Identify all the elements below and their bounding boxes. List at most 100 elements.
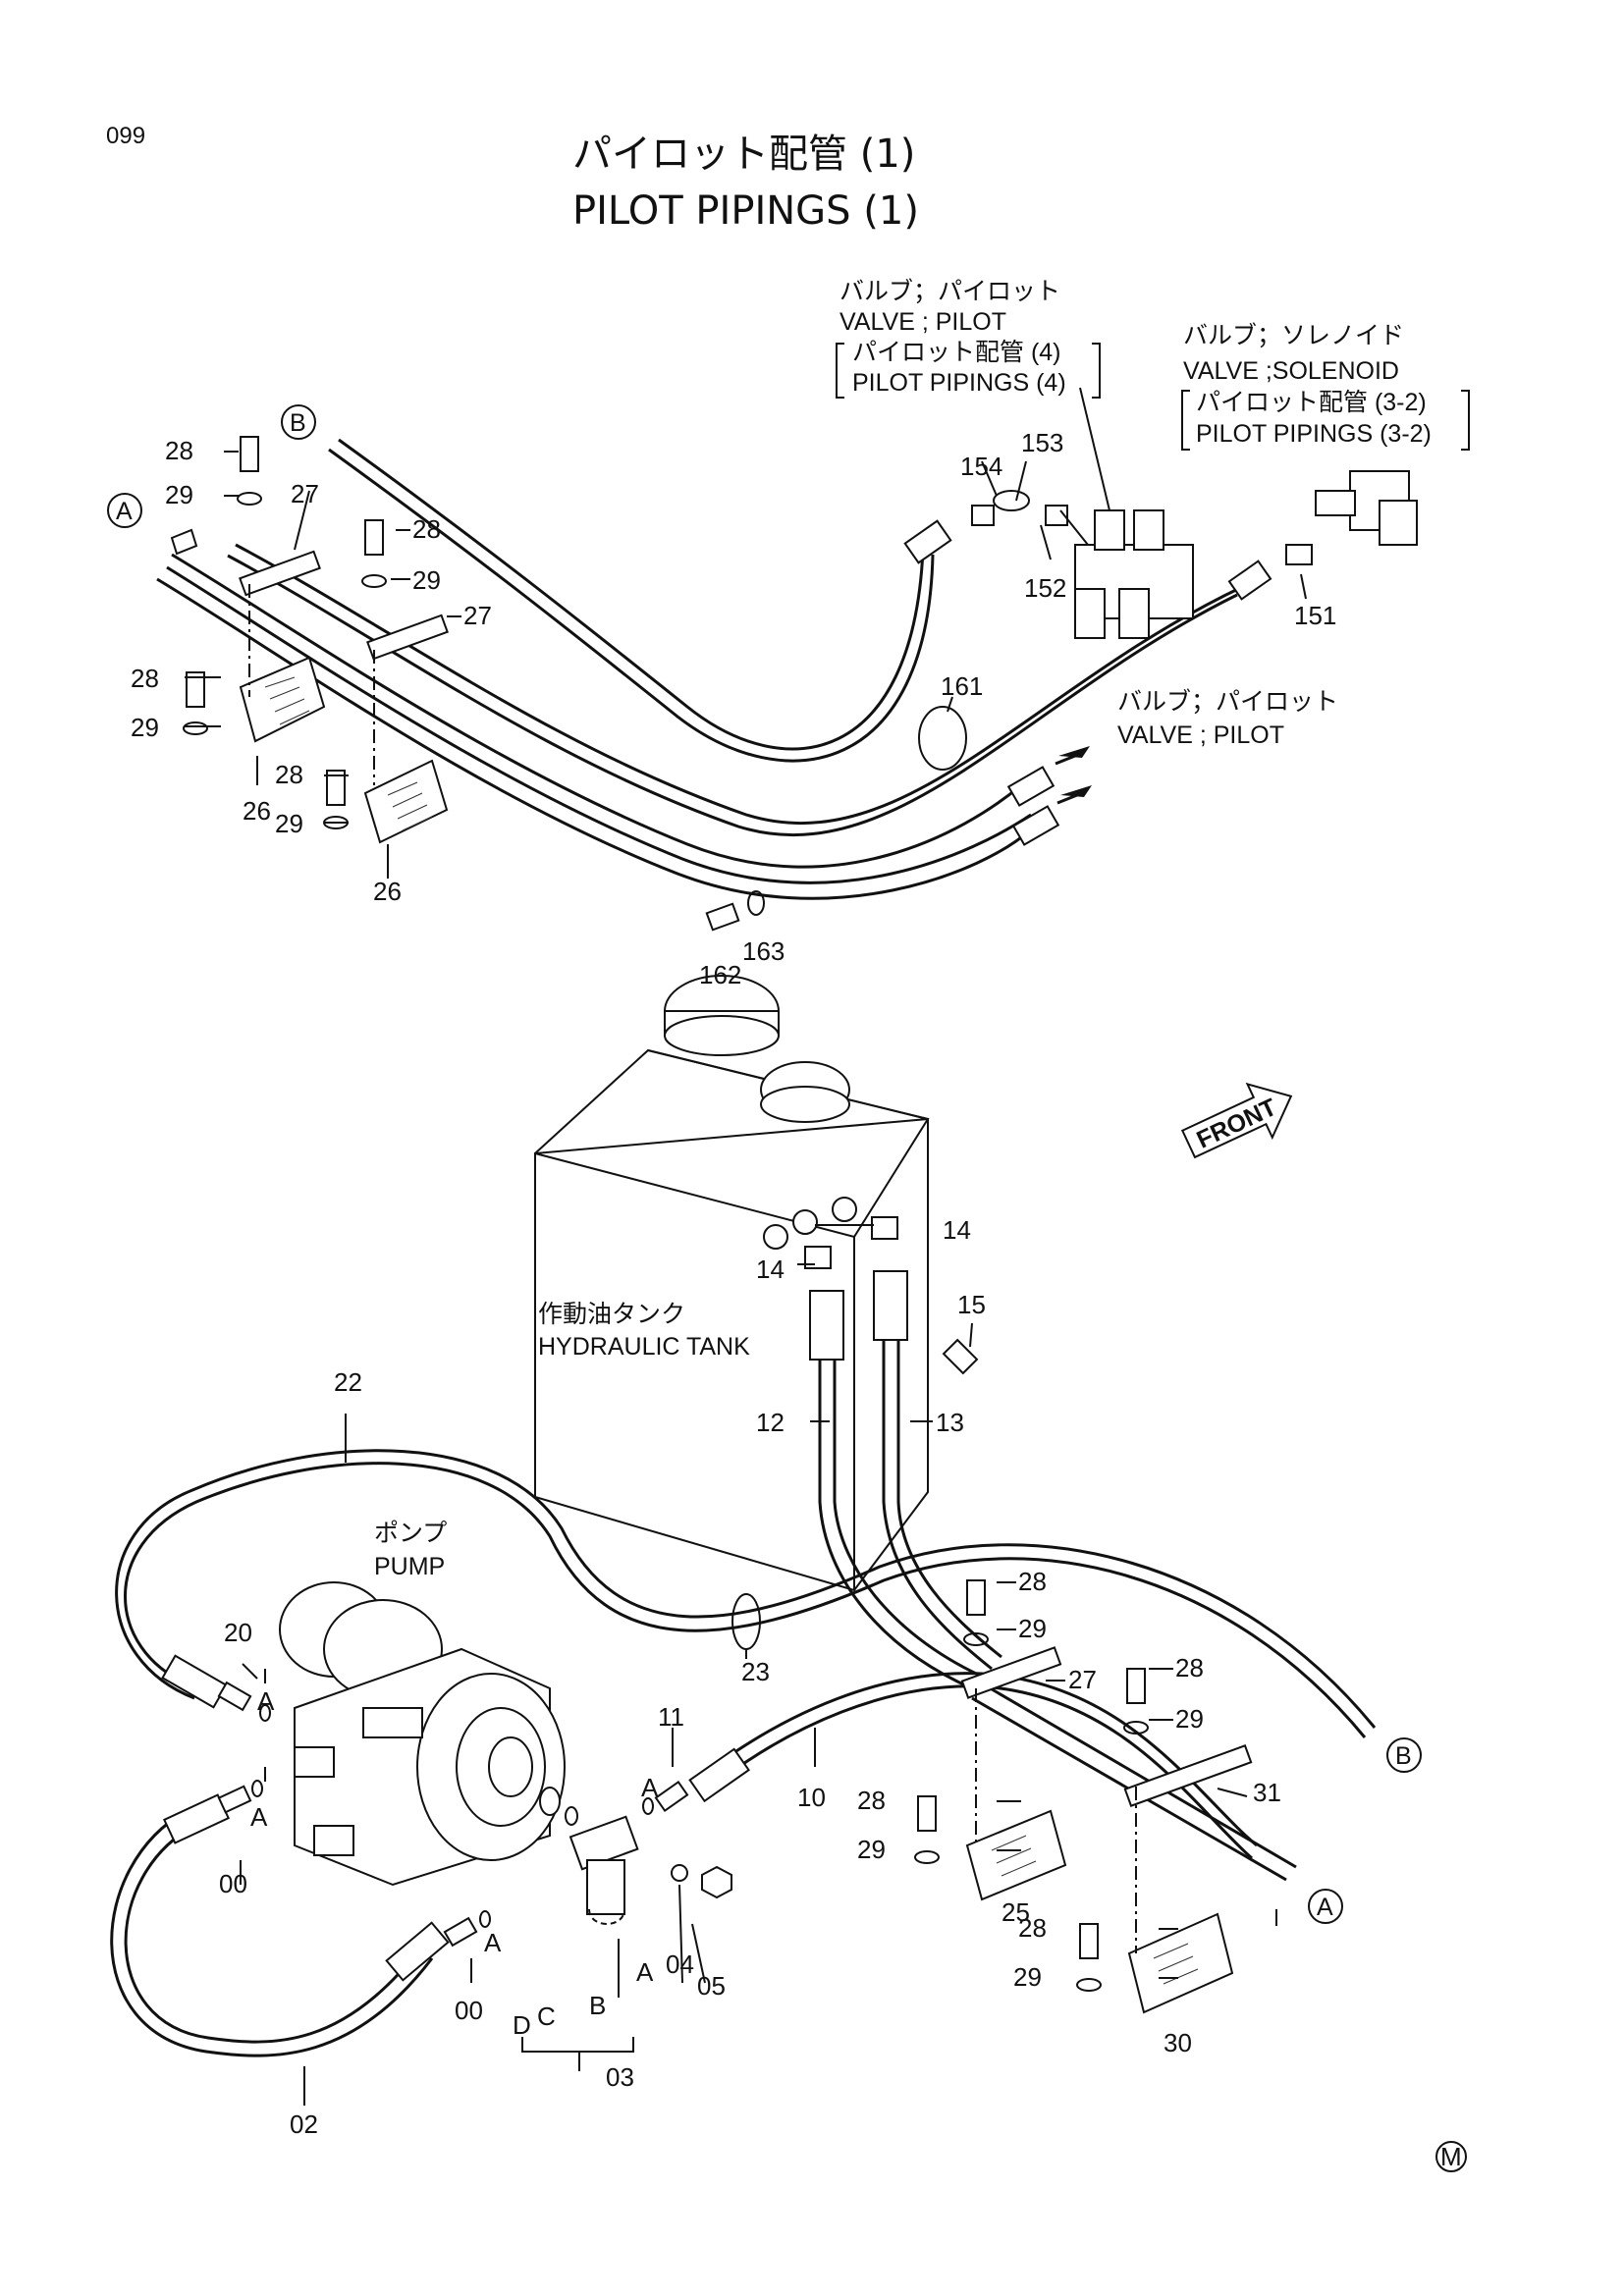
pn-00: 00 xyxy=(455,1996,483,2025)
svg-text:バルブ；パイロット: バルブ；パイロット xyxy=(839,278,1060,305)
pump-fittings xyxy=(217,1681,689,1948)
ref-valve-pilot-right: バルブ；パイロット VALVE ; PILOT xyxy=(1117,688,1338,749)
pn-14: 14 xyxy=(756,1255,785,1284)
hydraulic-tank-label-en: HYDRAULIC TANK xyxy=(538,1333,750,1361)
upper-clamps xyxy=(170,436,765,932)
pn-153: 153 xyxy=(1021,428,1063,457)
hydraulic-tank-label-jp: 作動油タンク xyxy=(538,1301,685,1328)
pn-27: 27 xyxy=(1068,1665,1097,1694)
ref-valve-pilot-top: バルブ；パイロット VALVE ; PILOT パイロット配管 (4) PILO… xyxy=(836,278,1101,399)
callout-B-top: B xyxy=(281,404,316,440)
svg-text:パイロット配管 (3-2): パイロット配管 (3-2) xyxy=(1196,389,1427,416)
svg-text:バルブ；パイロット: バルブ；パイロット xyxy=(1117,688,1338,716)
pn-26: 26 xyxy=(243,796,271,826)
pump xyxy=(279,1581,566,1887)
pn-28: 28 xyxy=(1018,1567,1047,1596)
pn-29: 29 xyxy=(412,565,441,595)
callout-A-filter-right: A xyxy=(636,1957,654,1987)
solenoid-valve xyxy=(1285,470,1418,565)
callout-A-pump-lower: A xyxy=(250,1802,268,1832)
pump-label-en: PUMP xyxy=(374,1553,445,1580)
pn-163: 163 xyxy=(742,936,785,966)
pn-151: 151 xyxy=(1294,601,1336,630)
filter-assembly xyxy=(521,1787,732,2071)
pn-28: 28 xyxy=(165,436,193,465)
svg-text:B: B xyxy=(1395,1742,1412,1770)
pn-10: 10 xyxy=(797,1783,826,1812)
lower-clamps xyxy=(914,1579,1253,2014)
callout-D: D xyxy=(513,2010,531,2040)
pn-152: 152 xyxy=(1024,573,1066,603)
front-label: FRONT xyxy=(1193,1094,1281,1154)
pn-28: 28 xyxy=(275,760,303,789)
pn-20: 20 xyxy=(224,1618,252,1647)
pn-31: 31 xyxy=(1253,1778,1281,1807)
pn-03: 03 xyxy=(606,2062,634,2092)
part-number-labels: 28 29 27 28 29 27 28 29 26 28 29 26 153 … xyxy=(131,428,1336,2139)
pn-27: 27 xyxy=(463,601,492,630)
tank-hoses xyxy=(809,1270,1002,1690)
callout-A-fitting-11: A xyxy=(641,1773,659,1802)
callout-A-right: A xyxy=(1308,1889,1343,1924)
callout-C: C xyxy=(537,2002,556,2031)
pn-30: 30 xyxy=(1164,2028,1192,2057)
svg-text:M: M xyxy=(1440,2142,1462,2171)
title-english: PILOT PIPINGS (1) xyxy=(572,188,919,234)
svg-text:PILOT PIPINGS (3-2): PILOT PIPINGS (3-2) xyxy=(1196,420,1432,448)
callout-B-right: B xyxy=(1386,1737,1422,1773)
title-japanese: パイロット配管 (1) xyxy=(572,132,915,177)
svg-text:A: A xyxy=(1317,1894,1333,1921)
pn-15: 15 xyxy=(957,1290,986,1319)
pn-27: 27 xyxy=(291,479,319,508)
pilot-valve-assembly xyxy=(971,490,1194,639)
pn-14: 14 xyxy=(943,1215,971,1245)
pn-28: 28 xyxy=(412,514,441,544)
svg-text:VALVE ; PILOT: VALVE ; PILOT xyxy=(839,308,1006,336)
pn-28: 28 xyxy=(1018,1913,1047,1943)
pn-29: 29 xyxy=(1013,1962,1042,1992)
copyright-mark: M xyxy=(1435,2141,1467,2172)
page-number: 099 xyxy=(106,123,145,149)
callout-A-pump-upper: A xyxy=(257,1686,275,1716)
front-arrow: FRONT xyxy=(1180,1082,1293,1159)
pn-02: 02 xyxy=(290,2109,318,2139)
pn-13: 13 xyxy=(936,1408,964,1437)
pn-04: 04 xyxy=(666,1949,694,1979)
svg-text:バルブ；ソレノイド: バルブ；ソレノイド xyxy=(1183,322,1404,349)
pn-22: 22 xyxy=(334,1367,362,1397)
svg-text:A: A xyxy=(116,498,133,525)
pn-26: 26 xyxy=(373,877,402,906)
pn-29: 29 xyxy=(857,1835,886,1864)
callout-B-filter: B xyxy=(589,1991,606,2020)
pn-29: 29 xyxy=(1018,1614,1047,1643)
pn-29: 29 xyxy=(131,713,159,742)
callout-A-filter-left: A xyxy=(484,1928,502,1957)
svg-text:B: B xyxy=(290,409,306,437)
upper-pilot-hoses xyxy=(156,438,1272,900)
leader-lines xyxy=(185,387,1307,2106)
pn-05: 05 xyxy=(697,1971,726,2001)
callout-A-top: A xyxy=(107,493,142,528)
pn-28: 28 xyxy=(131,664,159,693)
pn-00: 00 xyxy=(219,1869,247,1898)
svg-text:PILOT PIPINGS (4): PILOT PIPINGS (4) xyxy=(852,369,1066,397)
pn-162: 162 xyxy=(699,960,741,989)
svg-text:VALVE ; PILOT: VALVE ; PILOT xyxy=(1117,721,1284,749)
pn-25: 25 xyxy=(1001,1897,1030,1927)
svg-text:VALVE ;SOLENOID: VALVE ;SOLENOID xyxy=(1183,357,1399,385)
pn-29: 29 xyxy=(165,480,193,509)
pn-29: 29 xyxy=(1175,1704,1204,1734)
pn-23: 23 xyxy=(741,1657,770,1686)
pn-161: 161 xyxy=(941,671,983,701)
pn-11: 11 xyxy=(658,1702,684,1732)
pn-12: 12 xyxy=(756,1408,785,1437)
ref-valve-solenoid: バルブ；ソレノイド VALVE ;SOLENOID パイロット配管 (3-2) … xyxy=(1181,322,1470,451)
pn-28: 28 xyxy=(857,1786,886,1815)
pn-28: 28 xyxy=(1175,1653,1204,1682)
pump-label-jp: ポンプ xyxy=(374,1520,447,1547)
svg-text:パイロット配管 (4): パイロット配管 (4) xyxy=(852,339,1061,366)
pn-154: 154 xyxy=(960,452,1002,481)
pn-29: 29 xyxy=(275,809,303,838)
